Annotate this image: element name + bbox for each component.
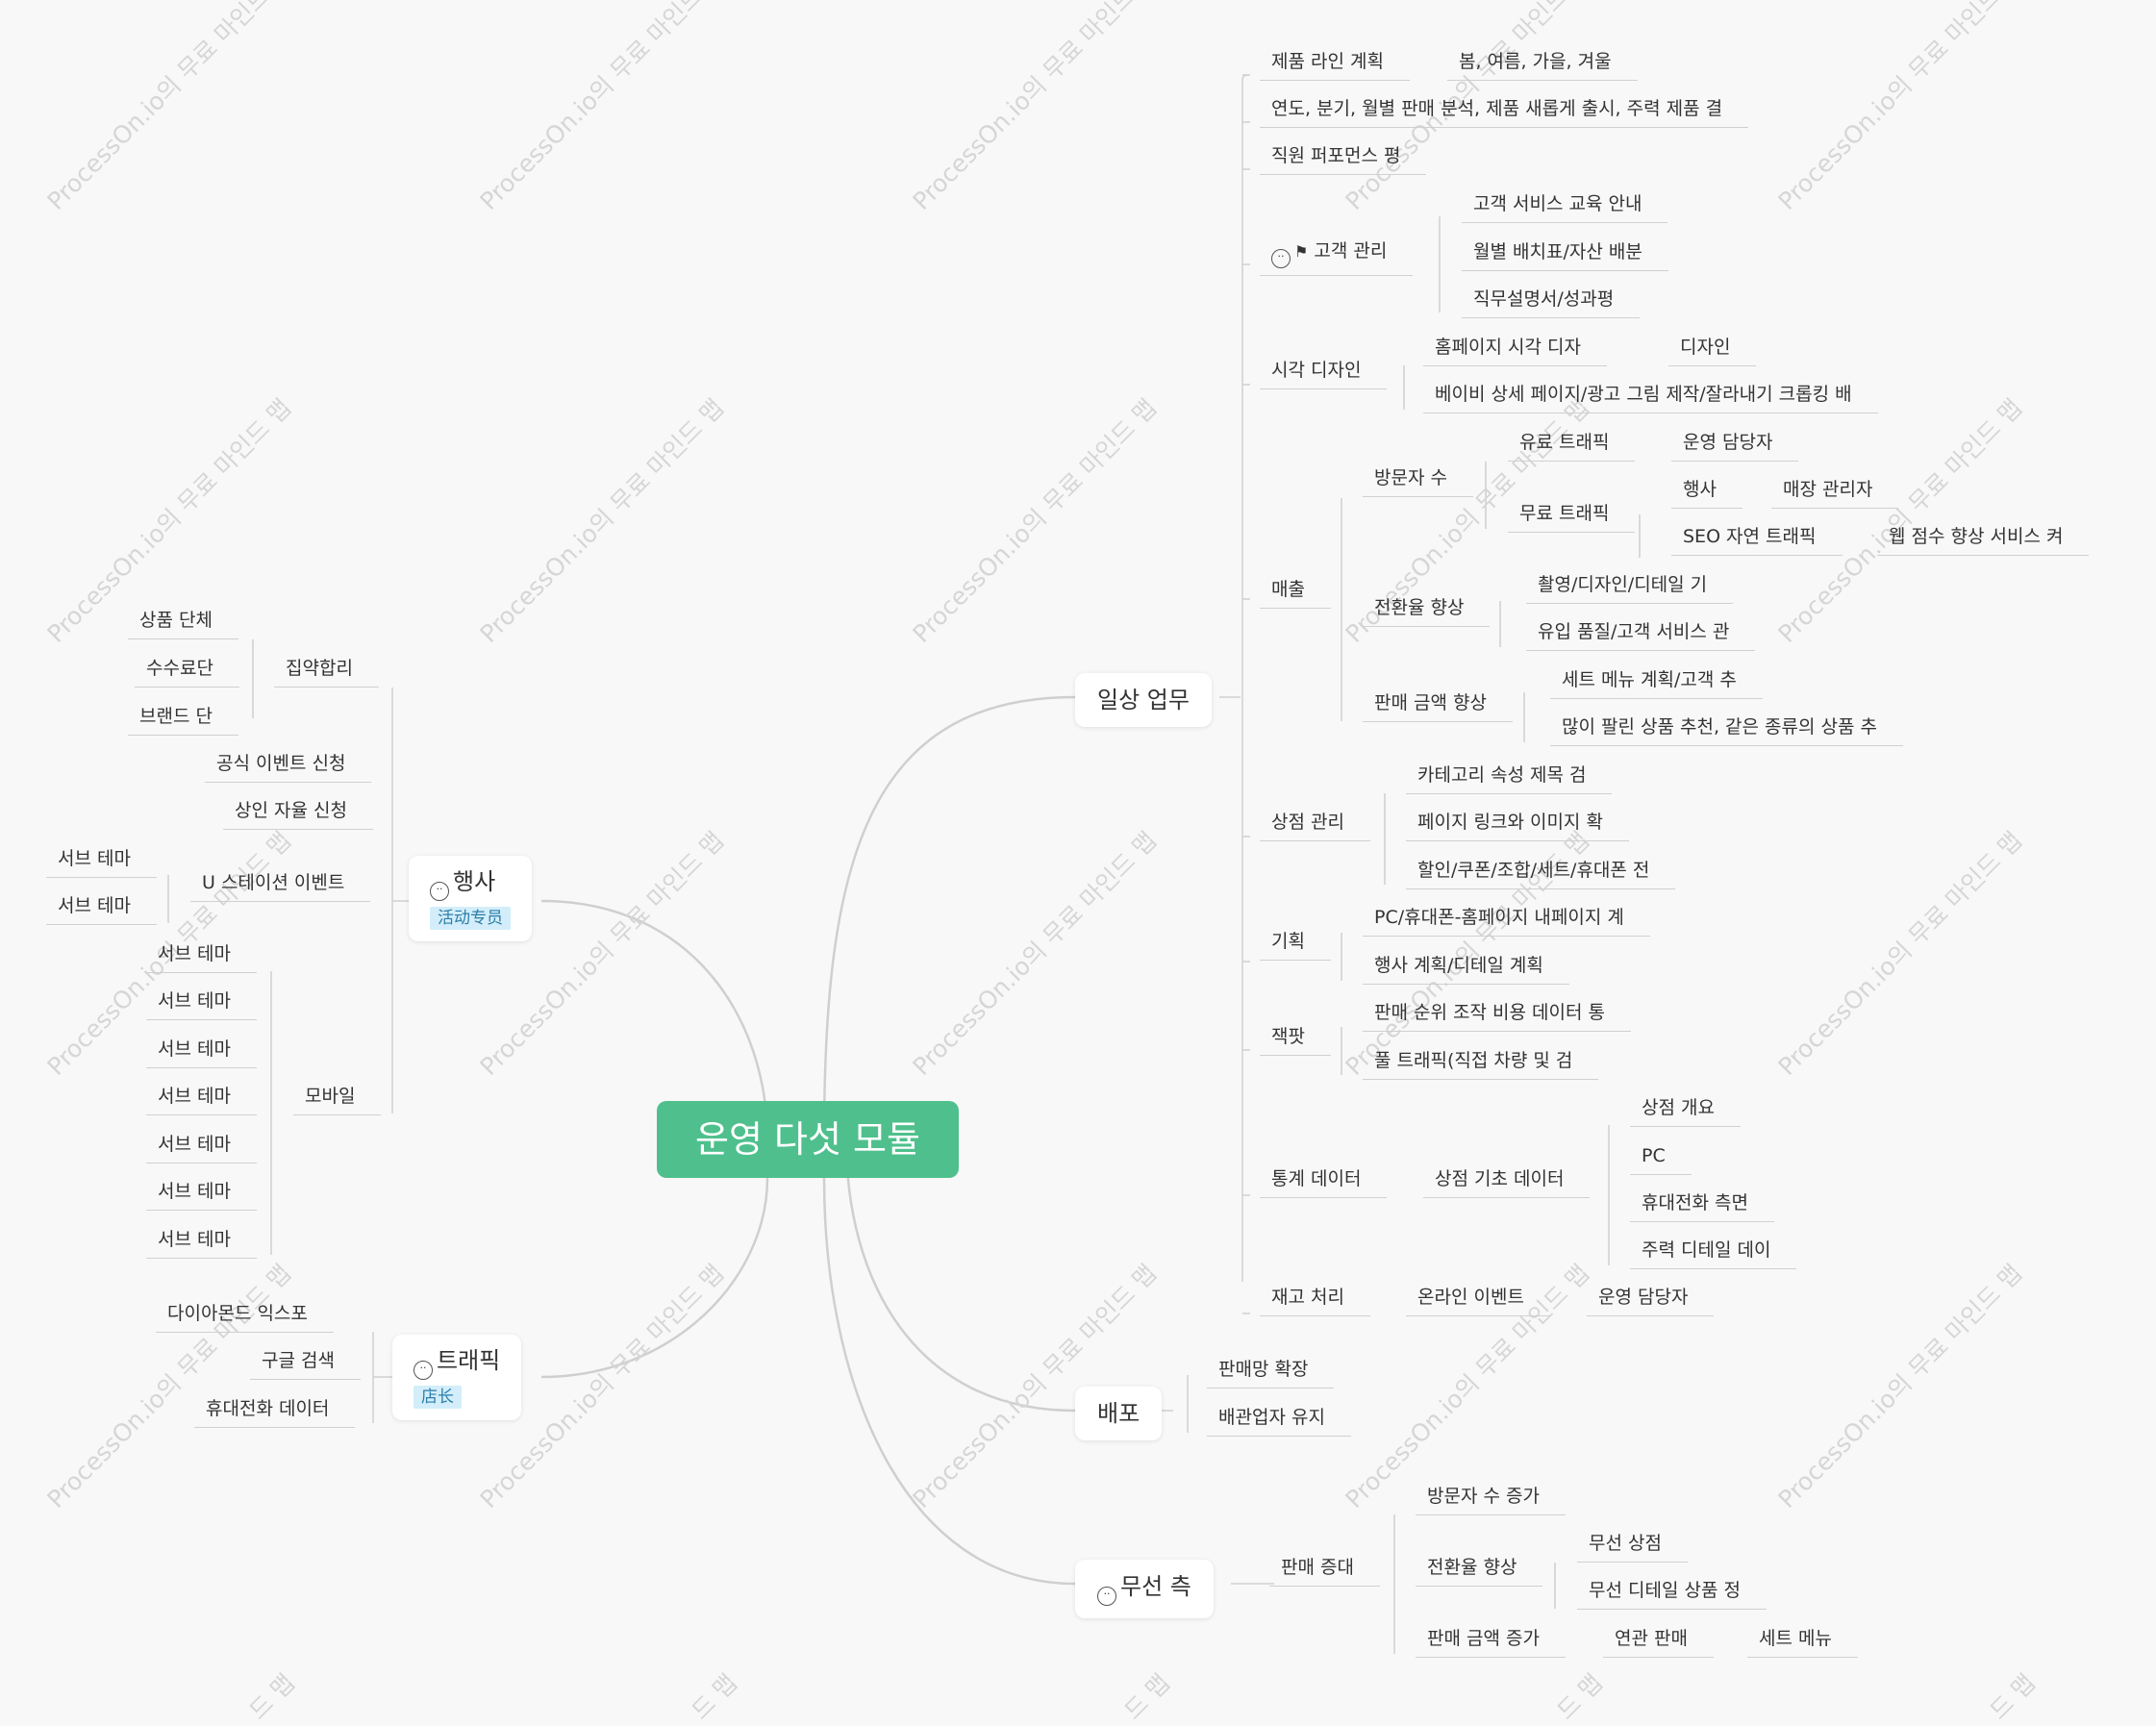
- smiley-face-icon: ··: [414, 1361, 433, 1380]
- topic-label: 일상 업무: [1097, 687, 1190, 713]
- node-group-item[interactable]: 브랜드 단: [128, 705, 238, 736]
- topic-label: 행사: [453, 868, 496, 895]
- node-web-score[interactable]: 웹 점수 향상 서비스 켜: [1877, 525, 2090, 556]
- node-planning[interactable]: 기획: [1260, 930, 1331, 961]
- node-sub-theme[interactable]: 서브 테마: [146, 989, 257, 1020]
- topic-distribution[interactable]: 배포: [1075, 1387, 1163, 1440]
- node-seo[interactable]: SEO 자연 트래픽: [1671, 525, 1843, 556]
- node-store-item[interactable]: 할인/쿠폰/조합/세트/휴대폰 전: [1406, 859, 1676, 889]
- topic-events[interactable]: ··행사 活动专员: [409, 856, 532, 941]
- node-distribution-item[interactable]: 배관업자 유지: [1207, 1406, 1351, 1437]
- node-sub-theme[interactable]: 서브 테마: [146, 1133, 257, 1163]
- node-customer-item[interactable]: 직무설명서/성과평: [1462, 288, 1641, 318]
- node-set-menu[interactable]: 세트 메뉴: [1747, 1627, 1858, 1658]
- node-free-traffic[interactable]: 무료 트래픽: [1508, 502, 1636, 533]
- node-visitors[interactable]: 방문자 수: [1363, 466, 1473, 497]
- node-sub-theme[interactable]: 서브 테마: [146, 1228, 257, 1259]
- node-sub-theme[interactable]: 서브 테마: [146, 1038, 257, 1068]
- node-store-base-data[interactable]: 상점 기초 데이터: [1423, 1167, 1591, 1198]
- node-merchant-event[interactable]: 상인 자율 신청: [223, 799, 373, 830]
- node-stats-item[interactable]: 주력 디테일 데이: [1630, 1238, 1797, 1269]
- node-homepage-design[interactable]: 홈페이지 시각 디자: [1423, 336, 1607, 366]
- node-store-item[interactable]: 카테고리 속성 제목 검: [1406, 763, 1613, 794]
- node-conversion[interactable]: 전환율 향상: [1363, 596, 1491, 627]
- node-stats[interactable]: 통계 데이터: [1260, 1167, 1388, 1198]
- smiley-face-icon: ··: [1271, 249, 1291, 268]
- node-wireless-conversion-item[interactable]: 무선 디테일 상품 정: [1577, 1579, 1767, 1610]
- smiley-face-icon: ··: [1097, 1587, 1116, 1606]
- node-inventory-owner[interactable]: 운영 담당자: [1587, 1286, 1715, 1316]
- node-conversion-item[interactable]: 촬영/디자인/디테일 기: [1526, 573, 1734, 604]
- node-official-event[interactable]: 공식 이벤트 신청: [205, 752, 372, 783]
- node-product-line[interactable]: 제품 라인 계획: [1260, 50, 1410, 81]
- node-traffic-item[interactable]: 다이아몬드 익스포: [156, 1302, 334, 1333]
- node-online-event[interactable]: 온라인 이벤트: [1406, 1286, 1550, 1316]
- node-group-item[interactable]: 상품 단체: [128, 609, 238, 639]
- node-stats-item[interactable]: 상점 개요: [1630, 1096, 1741, 1127]
- node-sub-theme[interactable]: 서브 테마: [146, 942, 257, 973]
- node-traffic-item[interactable]: 구글 검색: [250, 1349, 361, 1380]
- node-wireless-conversion[interactable]: 전환율 향상: [1416, 1556, 1543, 1587]
- node-seasons[interactable]: 봄, 여름, 가을, 겨울: [1447, 50, 1638, 81]
- node-planning-item[interactable]: 행사 계획/디테일 계획: [1363, 954, 1569, 985]
- node-sub-theme[interactable]: 서브 테마: [146, 1180, 257, 1211]
- node-revenue[interactable]: 매출: [1260, 578, 1331, 609]
- node-jackpot-item[interactable]: 풀 트래픽(직접 차량 및 검: [1363, 1049, 1599, 1080]
- topic-daily-work[interactable]: 일상 업무: [1075, 673, 1212, 727]
- smiley-face-icon: ··: [430, 882, 449, 901]
- node-related-sales[interactable]: 연관 판매: [1603, 1627, 1714, 1658]
- node-baby-detail[interactable]: 베이비 상세 페이지/광고 그림 제작/잘라내기 크롭킹 배: [1423, 383, 1878, 413]
- node-planning-item[interactable]: PC/휴대폰-홈페이지 내페이지 계: [1363, 906, 1650, 937]
- node-stats-item[interactable]: 휴대전화 측면: [1630, 1191, 1774, 1222]
- flag-icon: ⚑: [1294, 242, 1309, 261]
- node-visual-design[interactable]: 시각 디자인: [1260, 359, 1388, 389]
- assignee-tag: 活动专员: [430, 907, 511, 930]
- node-staff-eval[interactable]: 직원 퍼포먼스 평: [1260, 144, 1427, 175]
- node-operator[interactable]: 운영 담당자: [1671, 431, 1799, 462]
- node-sub-theme[interactable]: 서브 테마: [46, 894, 157, 925]
- root-topic[interactable]: 운영 다섯 모듈: [657, 1101, 959, 1178]
- node-customer-item[interactable]: 월별 배치표/자산 배분: [1462, 240, 1668, 271]
- node-conversion-item[interactable]: 유입 품질/고객 서비스 관: [1526, 620, 1756, 651]
- node-stats-item[interactable]: PC: [1630, 1144, 1692, 1175]
- node-distribution-item[interactable]: 판매망 확장: [1207, 1358, 1335, 1388]
- node-traffic-item[interactable]: 휴대전화 데이터: [194, 1397, 356, 1428]
- node-store-item[interactable]: 페이지 링크와 이미지 확: [1406, 811, 1629, 841]
- node-sub-theme[interactable]: 서브 테마: [146, 1085, 257, 1115]
- node-event[interactable]: 행사: [1671, 478, 1742, 509]
- node-group-item[interactable]: 수수료단: [135, 657, 239, 688]
- node-store-manager[interactable]: 매장 관리자: [1771, 478, 1899, 509]
- node-paid-traffic[interactable]: 유료 트래픽: [1508, 431, 1636, 462]
- node-amount-item[interactable]: 세트 메뉴 계획/고객 추: [1550, 668, 1763, 699]
- assignee-tag: 店长: [414, 1386, 462, 1409]
- node-visitors-up[interactable]: 방문자 수 증가: [1416, 1485, 1566, 1515]
- node-group-buy[interactable]: 집약합리: [274, 657, 379, 688]
- topic-label: 무선 측: [1120, 1573, 1191, 1600]
- node-mobile[interactable]: 모바일: [293, 1085, 382, 1115]
- topic-traffic[interactable]: ··트래픽 店长: [392, 1335, 522, 1420]
- topic-wireless[interactable]: ··무선 측: [1075, 1560, 1214, 1618]
- node-amount-item[interactable]: 많이 팔린 상품 추천, 같은 종류의 상품 추: [1550, 715, 1903, 746]
- topic-label: 배포: [1097, 1400, 1141, 1427]
- topic-label: 트래픽: [437, 1347, 501, 1374]
- node-store-mgmt[interactable]: 상점 관리: [1260, 811, 1370, 841]
- node-ustation[interactable]: U 스테이션 이벤트: [190, 871, 371, 902]
- node-jackpot-item[interactable]: 판매 순위 조작 비용 데이터 통: [1363, 1001, 1631, 1032]
- node-sub-theme[interactable]: 서브 테마: [46, 847, 157, 878]
- node-wireless-amount[interactable]: 판매 금액 증가: [1416, 1627, 1566, 1658]
- node-inventory[interactable]: 재고 처리: [1260, 1286, 1370, 1316]
- node-sales-amount[interactable]: 판매 금액 향상: [1363, 691, 1513, 722]
- node-jackpot[interactable]: 잭팟: [1260, 1025, 1331, 1056]
- node-sales-analysis[interactable]: 연도, 분기, 월별 판매 분석, 제품 새롭게 출시, 주력 제품 결: [1260, 97, 1749, 128]
- node-wireless-conversion-item[interactable]: 무선 상점: [1577, 1532, 1688, 1563]
- node-customer-item[interactable]: 고객 서비스 교육 안내: [1462, 192, 1668, 223]
- node-sales-increase[interactable]: 판매 증대: [1269, 1556, 1380, 1587]
- node-customer-mgmt[interactable]: ··⚑고객 관리: [1260, 239, 1414, 276]
- node-design[interactable]: 디자인: [1668, 336, 1757, 366]
